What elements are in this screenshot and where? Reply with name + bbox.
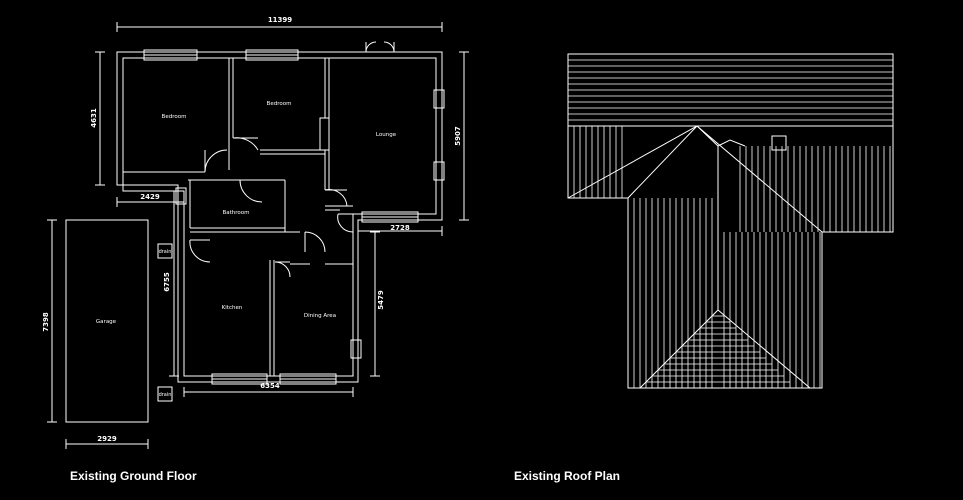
ground-floor-plan bbox=[47, 22, 469, 449]
dim-bedroom-step: 2429 bbox=[140, 193, 160, 201]
external-wall-inner bbox=[122, 57, 437, 377]
dim-overall-width: 11399 bbox=[268, 16, 292, 24]
window-dining-side bbox=[350, 339, 362, 359]
roof-hip-lines bbox=[567, 125, 823, 389]
room-label-garage: Garage bbox=[96, 319, 117, 325]
door-back bbox=[337, 213, 354, 233]
french-doors bbox=[365, 41, 395, 53]
door-bedroom2 bbox=[232, 137, 259, 151]
door-lounge bbox=[324, 189, 348, 207]
caption-roof-plan: Existing Roof Plan bbox=[514, 469, 621, 483]
window-lounge-2 bbox=[433, 161, 445, 181]
roof-outline bbox=[567, 53, 894, 389]
room-label-lounge: Lounge bbox=[376, 132, 397, 138]
dim-rear-width: 6354 bbox=[260, 382, 280, 390]
roof-chimney bbox=[771, 135, 787, 151]
drain-box-1 bbox=[157, 243, 173, 259]
caption-ground-floor: Existing Ground Floor bbox=[70, 469, 197, 483]
room-label-kitchen: Kitchen bbox=[222, 305, 243, 311]
drain-label-1: drain bbox=[159, 249, 172, 255]
dim-lounge-step: 2728 bbox=[390, 224, 410, 232]
dim-dining-depth: 5479 bbox=[377, 290, 385, 310]
chimney-breast bbox=[319, 117, 330, 151]
dim-lounge-depth: 5907 bbox=[454, 126, 462, 146]
dim-kitchen-depth: 6755 bbox=[163, 272, 171, 292]
room-label-bathroom: Bathroom bbox=[222, 210, 249, 216]
room-label-dining: Dining Area bbox=[304, 313, 336, 319]
door-bedroom1 bbox=[204, 149, 228, 173]
dimension-lines bbox=[47, 22, 469, 449]
garage-outline bbox=[65, 219, 149, 423]
drain-label-2: drain bbox=[159, 392, 172, 398]
door-bathroom bbox=[239, 179, 263, 203]
window-lounge-1 bbox=[433, 89, 445, 109]
dim-garage-depth: 7398 bbox=[42, 312, 50, 332]
room-labels: Bedroom Bedroom Lounge Bathroom Kitchen … bbox=[96, 101, 397, 398]
door-kitchen bbox=[189, 239, 211, 263]
door-dining bbox=[274, 261, 291, 278]
door-hall bbox=[304, 231, 326, 253]
room-label-bedroom-1: Bedroom bbox=[162, 114, 187, 120]
dim-garage-width: 2929 bbox=[97, 435, 117, 443]
roof-plan bbox=[567, 53, 894, 389]
room-label-bedroom-2: Bedroom bbox=[267, 101, 292, 107]
window-bathroom bbox=[175, 187, 187, 205]
roof-hatching bbox=[568, 59, 893, 388]
dimension-labels: 11399 4631 5907 2429 2728 6755 5479 6354… bbox=[42, 16, 462, 443]
dim-bedroom-depth: 4631 bbox=[90, 108, 98, 128]
drain-box-2 bbox=[157, 386, 173, 402]
